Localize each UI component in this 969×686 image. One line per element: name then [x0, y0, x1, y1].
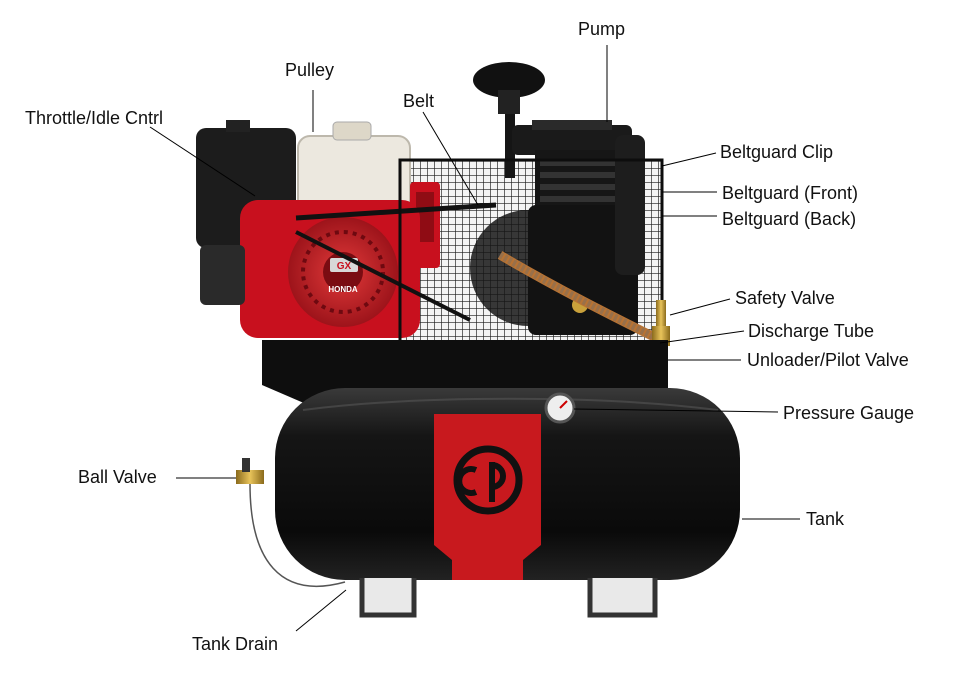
belt-leader — [422, 111, 479, 206]
label-tank: Tank — [806, 509, 845, 529]
label-ball-valve: Ball Valve — [78, 467, 157, 487]
tank-feet — [359, 578, 658, 618]
label-discharge-tube: Discharge Tube — [748, 321, 875, 341]
label-unloader-valve: Unloader/Pilot Valve — [747, 350, 909, 370]
discharge-tube-leader — [659, 330, 745, 344]
leader-lines — [149, 45, 800, 632]
drain-line — [249, 483, 346, 587]
pressure-gauge-dial — [544, 392, 576, 424]
engine-badge: GX — [337, 261, 352, 272]
label-beltguard-front: Beltguard (Front) — [722, 183, 859, 203]
discharge-tube — [497, 251, 663, 345]
pressure-gauge-leader — [573, 408, 779, 413]
label-pulley: Pulley — [285, 60, 335, 80]
brand-plate — [434, 414, 541, 580]
label-safety-valve: Safety Valve — [735, 288, 835, 308]
throttle-leader — [149, 126, 256, 197]
safety-valve-leader — [669, 298, 731, 316]
engine-brand: HONDA — [328, 285, 358, 294]
engine-assembly: GX HONDA — [196, 120, 497, 338]
label-beltguard-back: Beltguard (Back) — [722, 209, 857, 229]
tank-drain-leader — [295, 589, 347, 632]
label-pump: Pump — [578, 19, 626, 39]
label-belt: Belt — [403, 91, 435, 111]
beltguard-clip-leader — [661, 152, 717, 167]
label-tank-drain: Tank Drain — [192, 634, 279, 654]
label-beltguard-clip: Beltguard Clip — [720, 142, 834, 162]
label-pressure-gauge: Pressure Gauge — [783, 403, 915, 423]
ball-valve-fitting — [236, 458, 264, 484]
label-throttle: Throttle/Idle Cntrl — [25, 108, 164, 128]
